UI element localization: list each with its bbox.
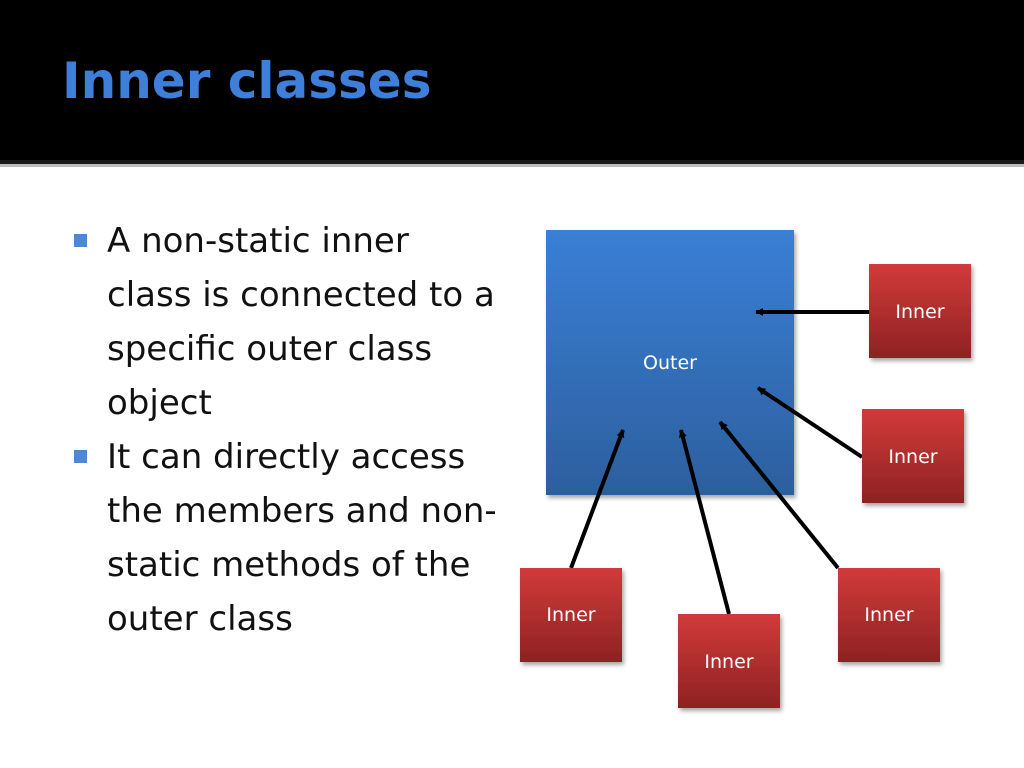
inner-label: Inner [546,604,595,626]
bullet-item: It can directly access the members and n… [74,430,504,646]
outer-class-box: Outer [546,230,794,495]
inner-class-box: Inner [520,568,622,662]
square-bullet-icon [74,450,87,463]
inner-class-box: Inner [678,614,780,708]
slide-title: Inner classes [62,52,432,110]
inner-label: Inner [864,604,913,626]
bullet-item: A non-static inner class is connected to… [74,214,504,430]
inner-class-box: Inner [869,264,971,358]
arrow-4 [678,429,731,615]
inner-label: Inner [895,301,944,323]
title-bar [0,0,1024,160]
arrow-3 [718,420,840,570]
inner-label: Inner [888,446,937,468]
bullet-text: A non-static inner class is connected to… [107,221,495,423]
inner-label: Inner [704,651,753,673]
arrow-5 [569,429,625,569]
arrow-2 [756,386,864,459]
outer-label: Outer [643,352,697,374]
divider-light [0,164,1024,167]
inner-class-box: Inner [862,409,964,503]
bullet-text: It can directly access the members and n… [107,437,497,639]
arrows [569,308,869,615]
square-bullet-icon [74,234,87,247]
divider-dark [0,160,1024,164]
inner-class-box: Inner [838,568,940,662]
bullet-list: A non-static inner class is connected to… [74,214,504,646]
